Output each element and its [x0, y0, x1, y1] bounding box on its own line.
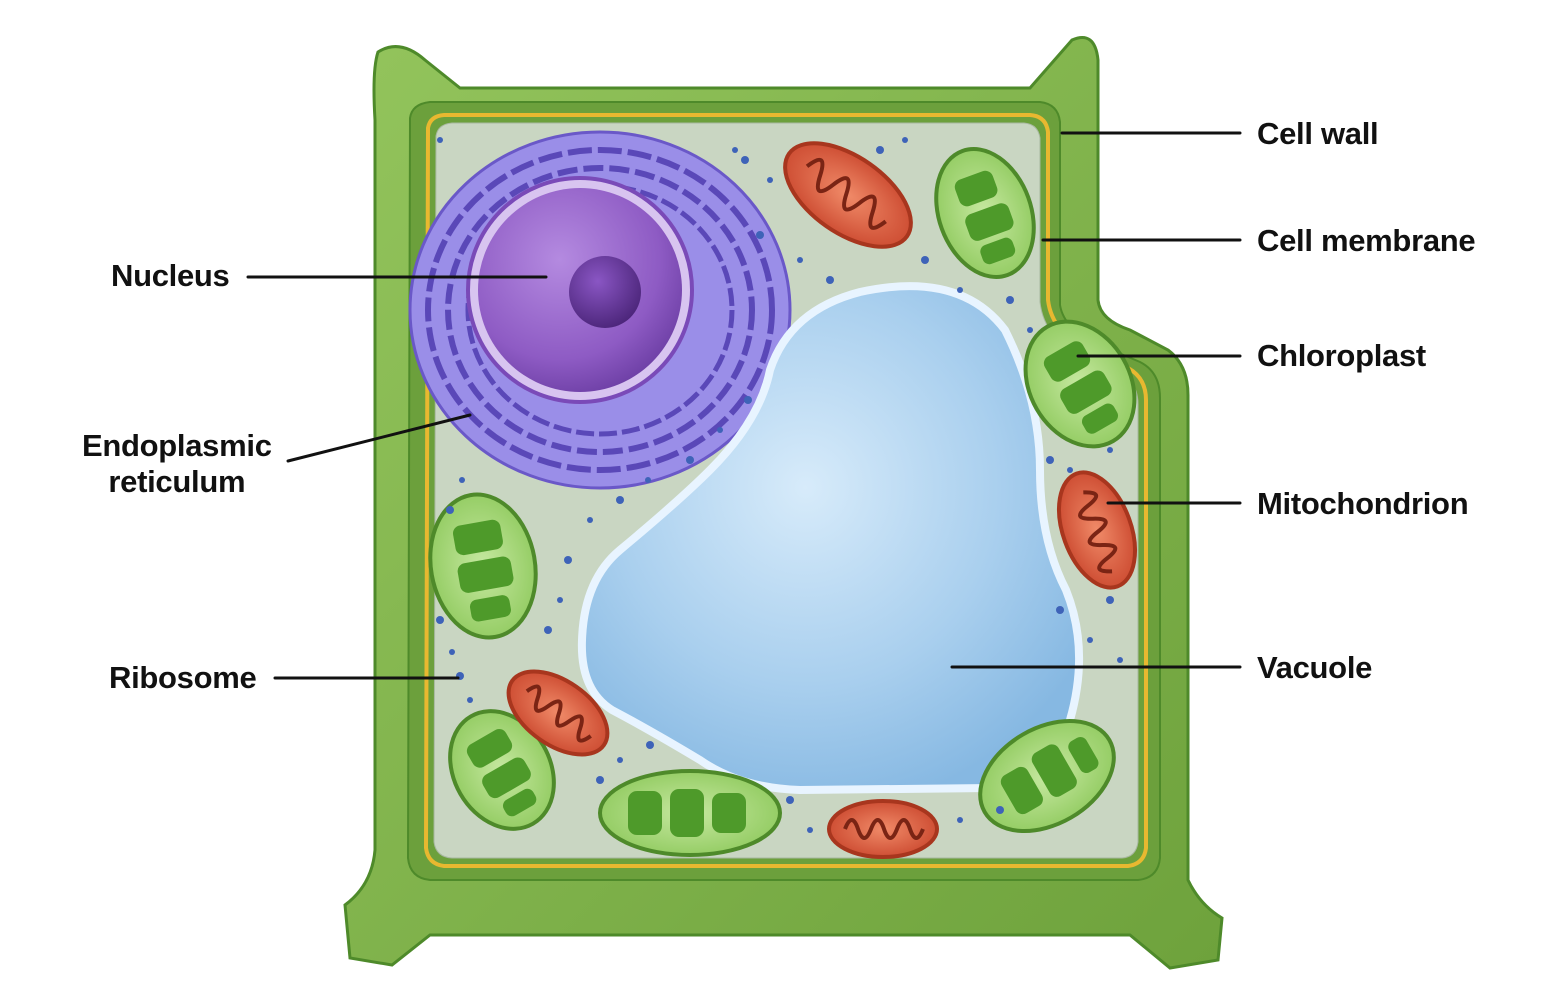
ribosomes [436, 137, 1123, 833]
chloroplast-right [1023, 319, 1137, 449]
label-vacuole: Vacuole [1257, 650, 1373, 685]
nucleus [466, 176, 694, 404]
label-chloroplast: Chloroplast [1257, 338, 1426, 373]
label-nucleus: Nucleus [111, 258, 230, 293]
label-endoplasmic-reticulum-line-2: reticulum [108, 464, 246, 499]
label-mitochondrion: Mitochondrion [1257, 486, 1469, 521]
leader-endoplasmic-reticulum [286, 413, 472, 463]
label-endoplasmic-reticulum: Endoplasmic reticulum [82, 428, 272, 500]
chloroplast-bottom [598, 769, 782, 857]
label-ribosome: Ribosome [109, 660, 257, 695]
label-endoplasmic-reticulum-line-1: Endoplasmic [82, 428, 272, 463]
label-cell-wall: Cell wall [1257, 116, 1379, 151]
chloroplast-bottom-right [978, 719, 1116, 833]
chloroplast-left [428, 492, 538, 640]
mitochondrion-top [783, 141, 913, 249]
nucleolus [569, 256, 641, 328]
chloroplast-top-right [934, 147, 1036, 279]
label-cell-membrane: Cell membrane [1257, 223, 1476, 258]
mitochondrion-right [1057, 470, 1137, 590]
mitochondrion-bottom [827, 799, 939, 859]
chloroplast-bottom-left [448, 709, 556, 831]
mitochondrion-bottom-left [506, 669, 610, 757]
